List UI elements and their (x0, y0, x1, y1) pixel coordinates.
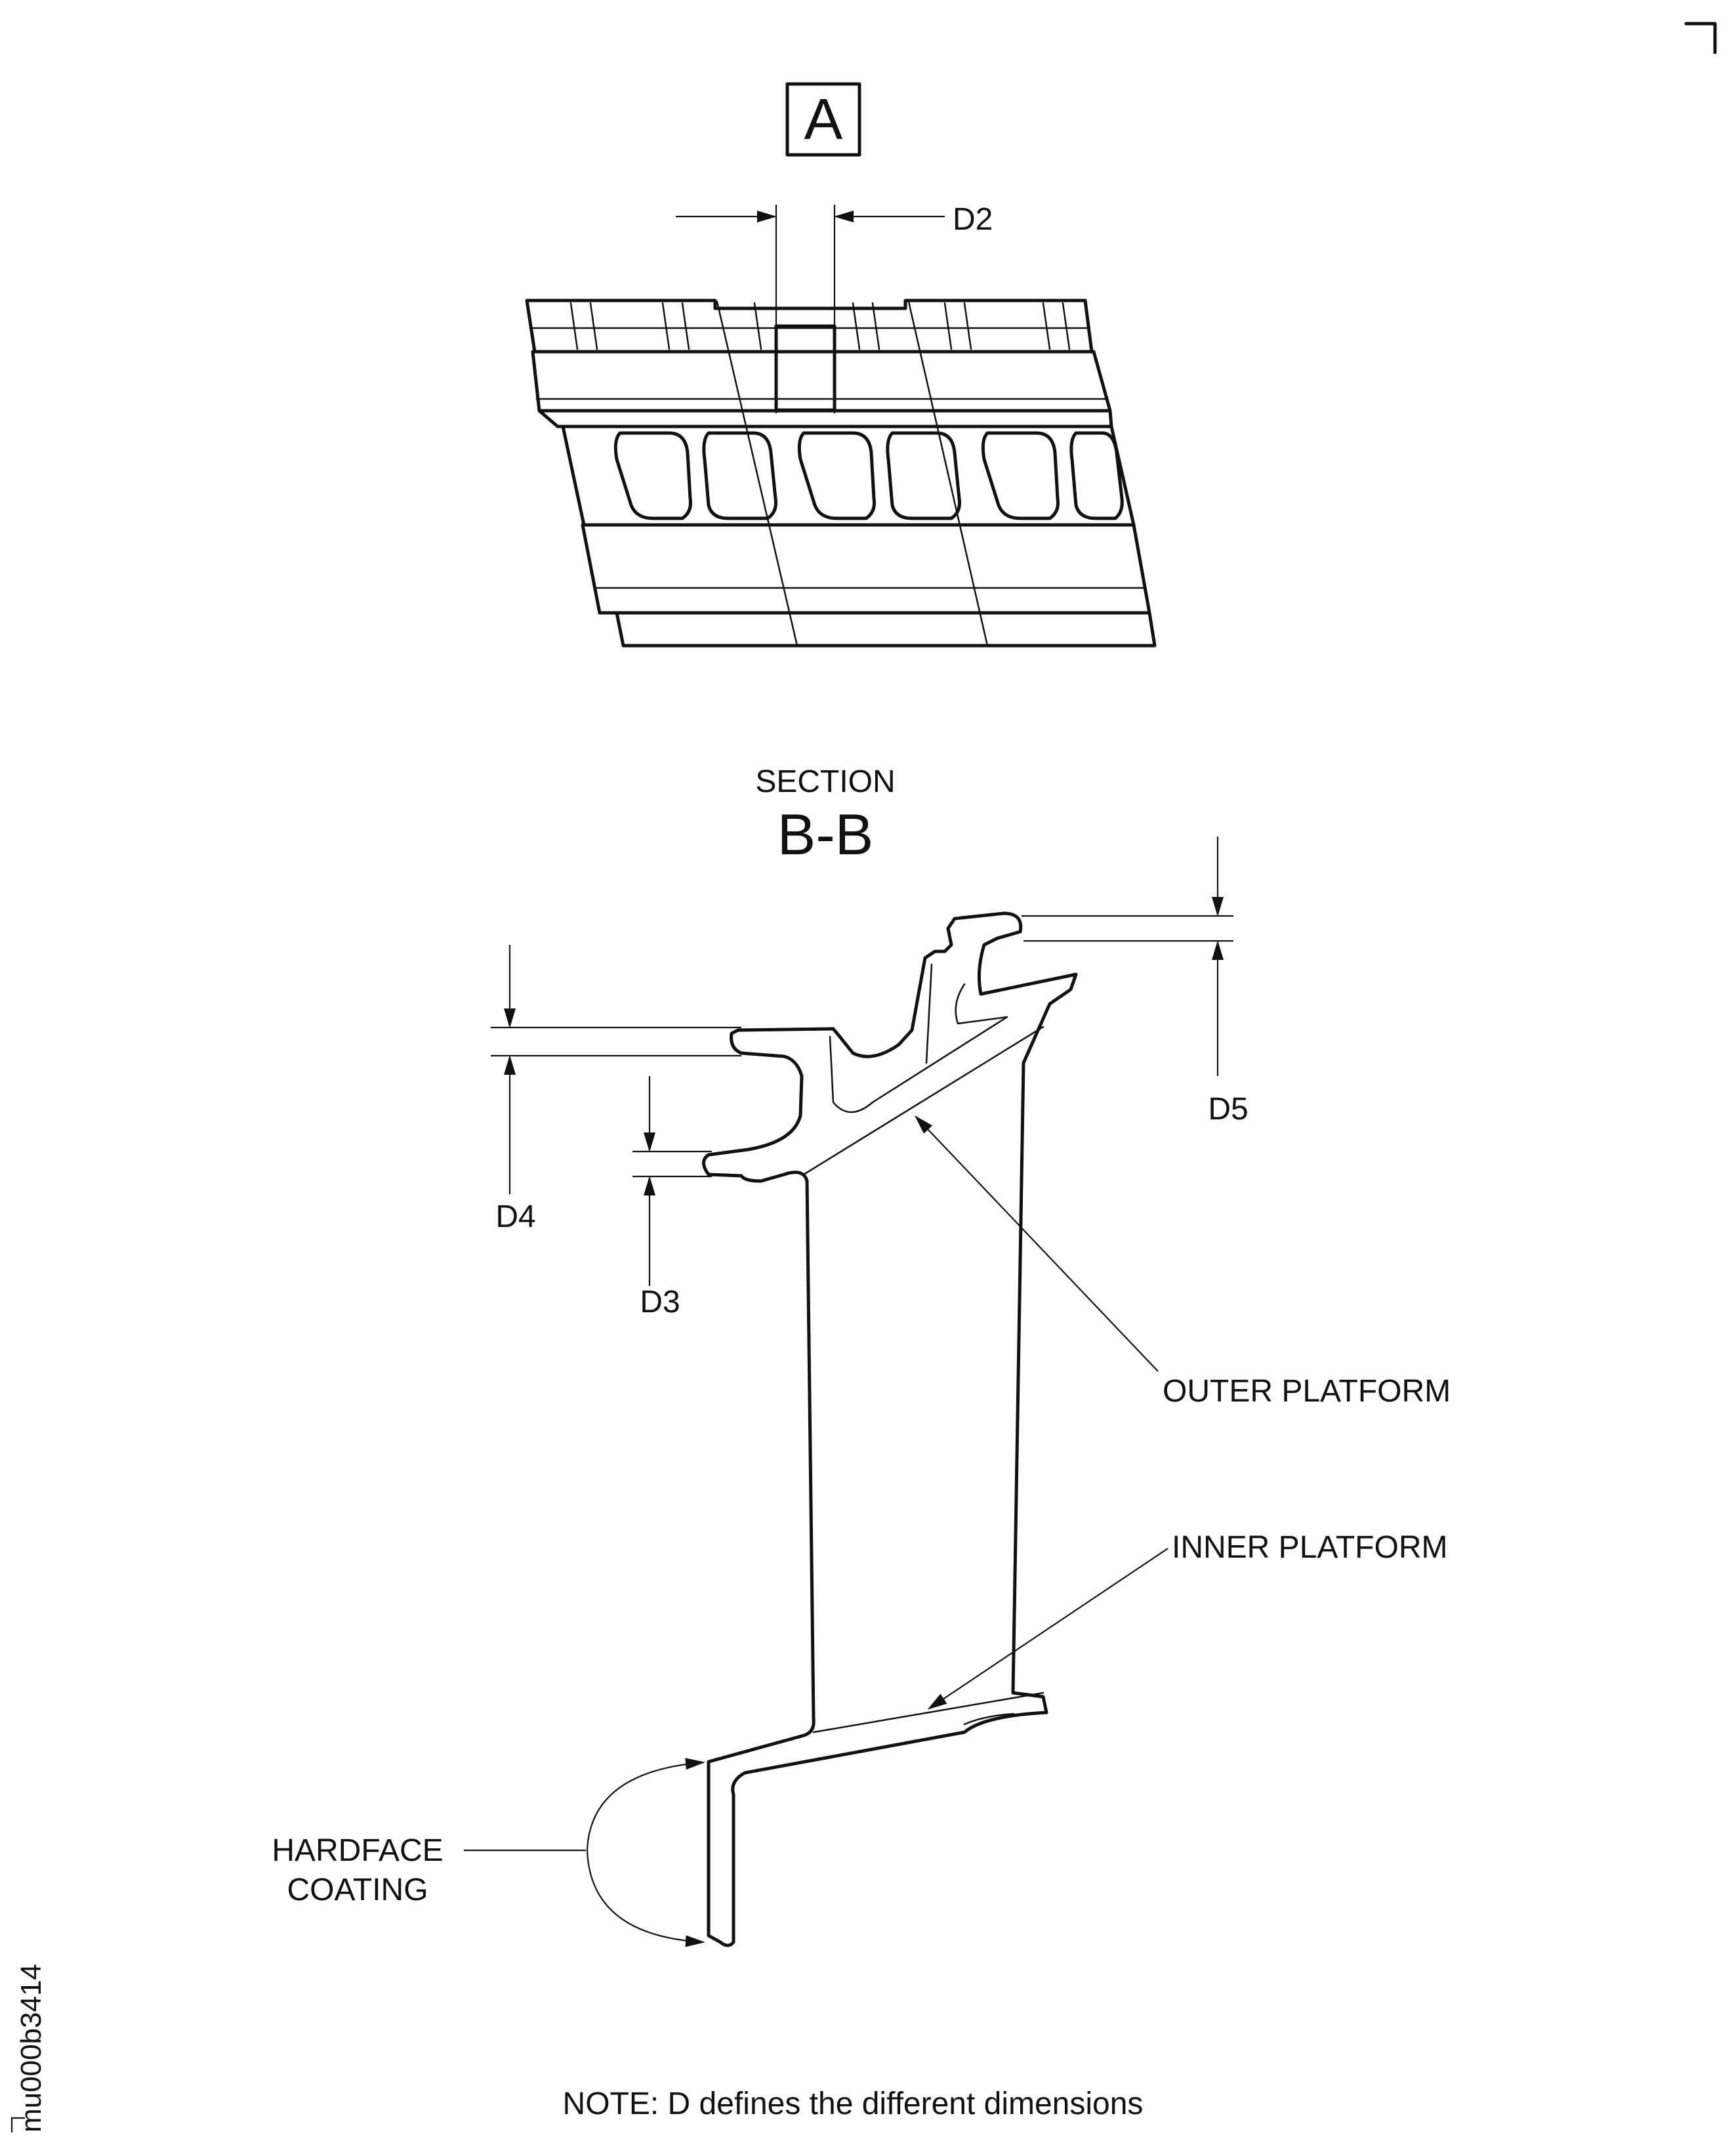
d3-label: D3 (640, 1285, 680, 1319)
vane-outline (702, 911, 1078, 1947)
pocket-4 (886, 431, 961, 520)
hardface-label-line2: COATING (287, 1873, 428, 1907)
figure-id: mu000b3414 (15, 1964, 47, 2132)
d4-label: D4 (495, 1199, 535, 1234)
d3-dimension: D3 (632, 1076, 712, 1319)
outer-platform-label: OUTER PLATFORM (1163, 1374, 1451, 1409)
outer-platform-callout: OUTER PLATFORM (914, 1115, 1451, 1409)
pocket-6 (1069, 431, 1124, 520)
pocket-5 (981, 431, 1060, 520)
inner-platform-leader (927, 1548, 1168, 1710)
pocket-1 (613, 431, 692, 520)
outer-platform-web (925, 963, 933, 1064)
d5-dimension: D5 (1022, 837, 1249, 1127)
outer-rail (531, 350, 1112, 413)
outer-rail-step (537, 409, 1113, 428)
split-line-1 (716, 301, 798, 647)
hardface-callout: HARDFACE COATING (272, 1758, 705, 1947)
outer-platform-underside (802, 1026, 1044, 1176)
outer-platform-contour (829, 983, 1008, 1113)
inner-foot (615, 611, 1157, 648)
corner-mark (1684, 22, 1717, 54)
vane-section (702, 911, 1078, 1947)
d4-dimension: D4 (491, 945, 741, 1234)
section-word: SECTION (755, 764, 895, 799)
key-slot (774, 324, 837, 412)
d5-label: D5 (1208, 1092, 1248, 1127)
inner-platform-fillet (963, 1713, 1015, 1726)
view-a: A D2 (525, 82, 1157, 648)
inner-platform-contour (812, 1692, 1044, 1734)
airfoil-band (561, 425, 1136, 527)
figure-id-bracket (10, 2117, 25, 2132)
hardface-label-line1: HARDFACE (272, 1833, 443, 1868)
segment-view-a (525, 299, 1157, 648)
view-a-label: A (804, 87, 843, 152)
note-text: NOTE: D defines the different dimensions (563, 2087, 1144, 2121)
view-a-box (785, 82, 861, 157)
hardface-arc (586, 1758, 705, 1947)
inner-platform-label: INNER PLATFORM (1172, 1530, 1447, 1565)
inner-rail (581, 523, 1151, 615)
split-line-2 (907, 301, 989, 647)
inner-platform-callout: INNER PLATFORM (927, 1530, 1447, 1710)
outer-platform-leader (914, 1115, 1159, 1372)
pocket-3 (797, 431, 876, 520)
top-strip-vanes (569, 302, 1071, 350)
d2-label: D2 (953, 202, 993, 237)
section-name: B-B (777, 802, 874, 867)
